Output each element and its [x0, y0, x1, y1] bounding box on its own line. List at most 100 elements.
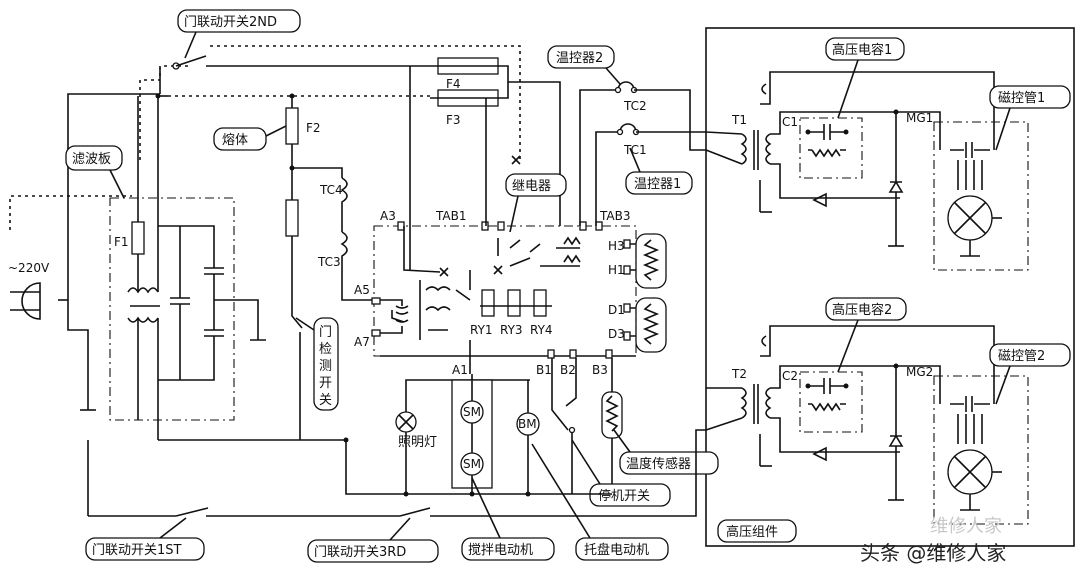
callout-thermostat1: 温控器1 — [625, 147, 693, 195]
door-detect-switch — [291, 300, 303, 440]
svg-text:TC4: TC4 — [319, 183, 343, 197]
svg-text:RY1: RY1 — [470, 323, 493, 337]
svg-text:托盘电动机: 托盘电动机 — [584, 542, 649, 558]
svg-text:B1: B1 — [536, 363, 552, 377]
relay-coil-a — [425, 286, 451, 331]
svg-text:T1: T1 — [731, 113, 747, 127]
svg-text:C1: C1 — [782, 115, 798, 129]
hv-transformer-t2 — [740, 384, 772, 424]
linkage-dotted-3 — [9, 195, 132, 230]
door-switch-2nd — [159, 55, 410, 94]
svg-text:测: 测 — [319, 359, 332, 374]
callout-filter-board: 滤波板 — [65, 145, 125, 199]
svg-text:H1: H1 — [608, 263, 625, 277]
bus-bottom-1 — [158, 439, 612, 495]
svg-text:H3: H3 — [608, 239, 625, 253]
magnetron-frame-2 — [933, 375, 1029, 525]
callout-stir-motor: 搅拌电动机 — [461, 477, 555, 561]
svg-text:高压组件: 高压组件 — [726, 524, 778, 540]
svg-text:TAB3: TAB3 — [599, 209, 630, 223]
svg-text:C2: C2 — [782, 369, 798, 383]
svg-text:B3: B3 — [592, 363, 608, 377]
heater-upper — [635, 233, 667, 289]
callout-relay: 继电器 — [505, 173, 567, 233]
svg-text:关: 关 — [319, 393, 332, 408]
svg-text:检: 检 — [319, 342, 332, 357]
watermark: 头条 @维修人家 — [860, 541, 1006, 565]
fuse-f3: F3 — [437, 89, 499, 127]
hv-capacitor-1 — [799, 117, 863, 179]
svg-text:A1: A1 — [452, 363, 468, 377]
svg-text:A7: A7 — [354, 335, 370, 349]
callout-tray-motor: 托盘电动机 — [531, 443, 669, 561]
svg-text:A3: A3 — [380, 209, 396, 223]
svg-text:RY4: RY4 — [530, 323, 553, 337]
callout-thermostat2: 温控器2 — [547, 45, 621, 85]
svg-text:磁控管2: 磁控管2 — [998, 349, 1045, 364]
magnetron-2 — [947, 396, 1002, 511]
callout-hv-cap1: 高压电容1 — [825, 37, 905, 119]
power-plug-icon — [10, 282, 68, 320]
svg-text:开: 开 — [319, 376, 332, 391]
svg-text:TC3: TC3 — [317, 255, 341, 269]
thermostat-tc3 — [340, 231, 348, 266]
svg-text:高压电容1: 高压电容1 — [832, 42, 892, 58]
control-transformer — [380, 299, 409, 334]
svg-text:门联动开关2ND: 门联动开关2ND — [184, 15, 277, 30]
callout-fuse-body: 熔体 — [213, 125, 287, 151]
svg-text:停机开关: 停机开关 — [598, 488, 650, 504]
fuse-f1 — [131, 221, 145, 255]
callout-door-switch-1st: 门联动开关1ST — [85, 517, 205, 561]
heater-lower — [635, 297, 667, 353]
supply-wire-bottom — [67, 300, 89, 410]
filter-board-frame — [109, 197, 235, 421]
svg-text:滤波板: 滤波板 — [72, 152, 111, 167]
voltage-label: ~220V — [8, 261, 50, 275]
callout-temp-sensor: 温度传感器 — [613, 429, 719, 475]
svg-text:BM: BM — [518, 417, 537, 431]
watermark-faint: 维修人家 — [930, 516, 1002, 537]
fuse-f2 — [285, 107, 299, 145]
svg-text:门联动开关3RD: 门联动开关3RD — [314, 545, 406, 560]
thermostat-tc4 — [340, 177, 348, 214]
svg-text:SM: SM — [463, 405, 481, 419]
svg-text:搅拌电动机: 搅拌电动机 — [468, 542, 533, 558]
temperature-sensor — [601, 391, 623, 439]
magnetron-1 — [947, 142, 1002, 257]
svg-text:磁控管1: 磁控管1 — [998, 91, 1045, 106]
supply-wire-top — [67, 93, 160, 300]
svg-text:照明灯: 照明灯 — [398, 435, 437, 450]
hv-diode-1 — [812, 192, 827, 208]
lamp-icon — [395, 411, 417, 433]
svg-text:高压电容2: 高压电容2 — [832, 302, 892, 318]
svg-text:T2: T2 — [731, 367, 747, 381]
svg-text:TC1: TC1 — [623, 143, 647, 157]
door-switch-1st — [175, 507, 209, 517]
callout-door-switch-3rd: 门联动开关3RD — [307, 517, 439, 563]
callout-magnetron2: 磁控管2 — [989, 343, 1071, 405]
svg-text:MG2: MG2 — [906, 365, 933, 379]
linkage-dotted-2 — [210, 45, 521, 160]
svg-text:D1: D1 — [608, 303, 625, 317]
svg-text:F3: F3 — [446, 113, 461, 127]
hv-transformer-t1 — [740, 130, 772, 170]
svg-text:F1: F1 — [114, 235, 129, 249]
relay-ry4: RY4 — [530, 289, 553, 337]
callout-door-switch-2nd: 门联动开关2ND — [177, 9, 301, 59]
svg-text:熔体: 熔体 — [222, 133, 248, 148]
svg-text:门: 门 — [319, 325, 332, 340]
svg-text:温控器2: 温控器2 — [556, 51, 603, 66]
svg-text:RY3: RY3 — [500, 323, 523, 337]
stop-switch — [551, 358, 573, 494]
stir-motor-upper: SM — [460, 400, 484, 424]
filter-choke — [127, 287, 159, 323]
svg-text:继电器: 继电器 — [512, 179, 551, 194]
stir-motor-lower: SM — [460, 452, 484, 476]
hv-assembly-frame — [705, 27, 1075, 547]
resistor-r — [285, 199, 299, 237]
relay-ry1: RY1 — [470, 289, 495, 337]
svg-text:B2: B2 — [560, 363, 576, 377]
svg-text:D3: D3 — [608, 327, 625, 341]
svg-text:TAB1: TAB1 — [435, 209, 466, 223]
hv-capacitor-2 — [799, 371, 863, 433]
